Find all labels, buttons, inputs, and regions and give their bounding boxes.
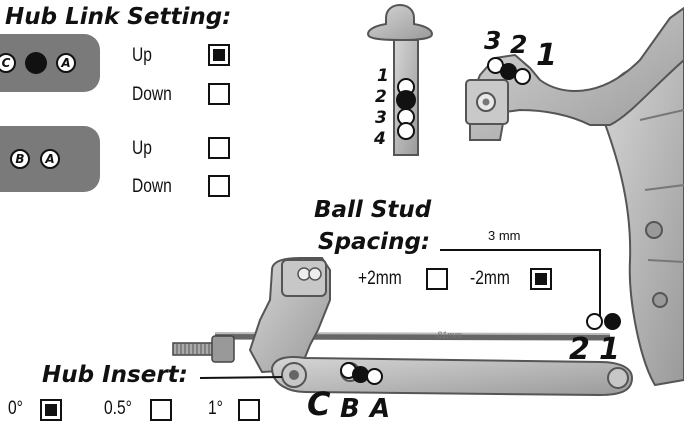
option-up-checkbox[interactable] [208,137,230,159]
arm-label-a: A [370,394,391,424]
letter-b-badge: B [10,149,30,169]
pin-hole-4 [397,122,415,140]
arm-hole-a [366,368,383,385]
option-up-label: Up [132,138,152,159]
option-plus-2mm-checkbox[interactable] [426,268,448,290]
tower-hole-2-selected [500,63,517,80]
tower-hole-label-1: 1 [536,38,557,73]
ball-stud-title-line1: Ball Stud [314,197,432,223]
pin-hole-label-2: 2 [375,87,387,107]
ball-stud-title-line2: Spacing: [318,229,431,255]
pin-hole-label-4: 4 [374,129,386,149]
arm-hole-b-selected [352,366,369,383]
letter-c-badge: C [0,53,16,73]
hub-link-title: Hub Link Setting: [5,4,232,30]
option-up-checkbox[interactable] [208,44,230,66]
option-1-deg-label: 1° [208,398,223,419]
hub-link-top-pill: C A [0,34,100,92]
option-down-checkbox[interactable] [208,83,230,105]
option-0-5-deg-label: 0.5° [104,398,132,419]
link-length-text: 81mm [437,330,463,340]
tower-hole-label-2: 2 [510,30,528,59]
hub-link-pin [366,3,434,42]
option-down-checkbox[interactable] [208,175,230,197]
option-0-5-deg-checkbox[interactable] [150,399,172,421]
bulkhead-hole-2 [586,313,603,330]
pin-hole-2-selected [396,90,416,110]
shock-tower [469,6,684,141]
pin-hole-label-3: 3 [375,108,387,128]
bulkhead-hole-label-2: 2 [569,332,590,367]
option-plus-2mm-label: +2mm [358,268,402,289]
option-up-label: Up [132,45,152,66]
letter-a-badge: A [40,149,60,169]
tower-hole-label-3: 3 [484,26,502,55]
arm-label-c: C [307,385,331,423]
hub-insert-leader [199,376,283,379]
option-down-label: Down [132,176,172,197]
letter-a-badge: A [56,53,76,73]
tower-hole-1 [514,68,531,85]
option-0-deg-checkbox[interactable] [40,399,62,421]
selected-hole-dot [25,52,47,74]
bulkhead-hole-1-selected [604,313,621,330]
option-minus-2mm-label: -2mm [470,268,510,289]
pin-hole-label-1: 1 [377,66,389,86]
hub-insert-title: Hub Insert: [42,362,188,388]
arm-label-b: B [340,394,360,424]
bulkhead-hole-label-1: 1 [599,332,620,367]
ball-stud-leader [440,249,601,318]
hub-link-bottom-pill: B A [0,126,100,192]
option-minus-2mm-checkbox[interactable] [530,268,552,290]
option-down-label: Down [132,84,172,105]
option-1-deg-checkbox[interactable] [238,399,260,421]
dimension-label: 3 mm [488,228,521,243]
option-0-deg-label: 0° [8,398,23,419]
